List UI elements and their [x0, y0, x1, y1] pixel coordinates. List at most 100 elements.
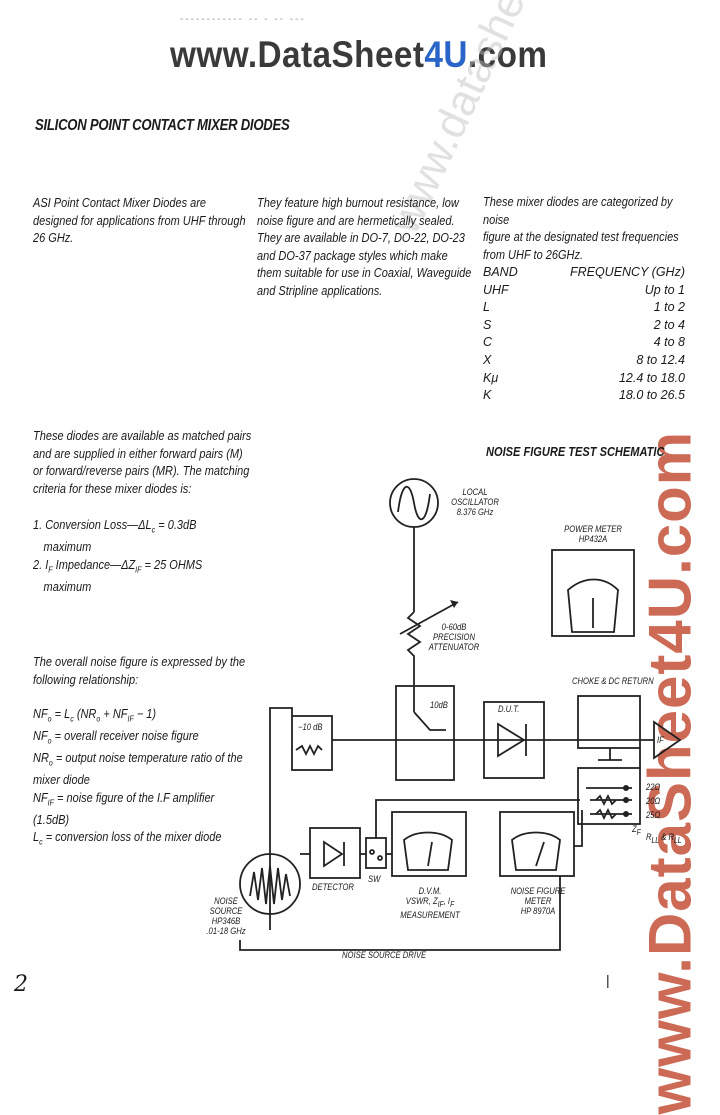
col3-line: These mixer diodes are categorized by no…: [483, 195, 673, 227]
switch-dot: [369, 849, 375, 855]
col3-line: figure at the designated test frequencie…: [483, 230, 679, 244]
noise-source-label-line: .01-18 GHz: [206, 926, 246, 936]
pairs-line: and are supplied in either forward pairs…: [33, 446, 243, 461]
meter-face-icon: [567, 578, 619, 633]
equation-def: mixer diode: [33, 773, 90, 787]
attenuator-arrowhead: [450, 600, 458, 608]
eq-term: NF: [33, 790, 48, 805]
dvm-bus-line: [375, 799, 580, 838]
band-cell: K: [483, 388, 492, 403]
oscillator-label-line: 8.376 GHz: [456, 507, 494, 517]
watermark-suffix: .com: [467, 34, 548, 75]
power-meter-label: POWER METER HP432A: [558, 524, 628, 544]
crit2-sub2: IF: [135, 565, 142, 574]
table-row: Kμ 12.4 to 18.0: [483, 370, 693, 388]
top-dashes: ------------ -- - -- ---: [180, 14, 306, 25]
eq-sub: o: [48, 758, 53, 768]
eq-term: = noise figure of the I.F amplifier: [53, 790, 215, 805]
impedance-network-box: [577, 767, 641, 825]
equation-block: NFo = Lc (NRo + NFIF − 1) NFo = overall …: [33, 706, 243, 851]
eq-sub: o: [96, 714, 101, 724]
freq-cell: 8 to 12.4: [636, 352, 685, 367]
dvm-label-line: MEASUREMENT: [400, 909, 460, 920]
detector-diode-icon: [323, 840, 345, 868]
choke-box: [577, 695, 641, 749]
table-row: K 18.0 to 26.5: [483, 387, 693, 405]
col2-line: and DO-37 package styles which make: [257, 248, 448, 263]
freq-header: FREQUENCY (GHz): [569, 265, 685, 279]
noise-source-label-line: NOISE: [214, 896, 238, 906]
col2-text: They feature high burnout resistance, lo…: [257, 195, 471, 300]
coupler-label: 10dB: [430, 700, 448, 710]
nfm-needle: [535, 841, 545, 867]
band-cell: X: [483, 352, 492, 367]
if-amplifier-icon: [653, 720, 682, 760]
pairs-paragraph: These diodes are available as matched pa…: [33, 428, 251, 498]
freq-cell: 12.4 to 18.0: [618, 370, 685, 385]
eq-term: = L: [51, 707, 71, 721]
dut-label: D.U.T.: [498, 704, 520, 714]
eq-sub: IF: [47, 798, 54, 807]
band-cell: L: [483, 300, 490, 315]
zf-label: ZF: [632, 824, 641, 838]
noise-intro-line: The overall noise figure is expressed by…: [33, 655, 246, 669]
equation-def: NFIF = noise figure of the I.F amplifier: [33, 790, 243, 812]
eq-term: − 1): [133, 707, 157, 721]
page-title: SILICON POINT CONTACT MIXER DIODES: [35, 117, 290, 134]
nfm-label: NOISE FIGURE METER HP 8970A: [497, 886, 579, 916]
attenuator-arrow: [399, 601, 459, 635]
node-dot: [623, 797, 629, 803]
eq-term: NF: [33, 707, 48, 721]
equation-def: (1.5dB): [33, 812, 70, 827]
band-cell: S: [483, 317, 492, 332]
coupler-box: [395, 685, 455, 781]
eq-term: (NR: [73, 707, 97, 721]
dvm-label-sub: F: [450, 899, 455, 909]
col1-intro-line: ASI Point Contact Mixer Diodes are: [33, 196, 207, 210]
switch-box: [365, 837, 387, 869]
col2-line: noise figure and are hermetically sealed…: [257, 213, 455, 228]
band-cell: Kμ: [483, 370, 499, 385]
crit2-value: = 25 OHMS: [141, 557, 203, 572]
oscillator-label-line: OSCILLATOR: [451, 497, 499, 507]
crit2-text-b: Impedance—ΔZ: [52, 557, 136, 572]
oscillator-label: LOCAL OSCILLATOR 8.376 GHz: [444, 487, 507, 517]
attenuator-label-line: 0-60dB: [441, 622, 467, 632]
noise-source-label: NOISE SOURCE HP346B .01-18 GHz: [201, 896, 252, 936]
schematic-diagram: [239, 478, 682, 951]
power-meter-label-line: POWER METER: [564, 524, 622, 534]
rl-sub: LL: [651, 835, 660, 845]
eq-term: = conversion loss of the mixer diode: [42, 830, 222, 844]
detector-box: [309, 827, 361, 879]
col1-intro: ASI Point Contact Mixer Diodes are desig…: [33, 195, 246, 248]
band-header: BAND: [483, 265, 518, 279]
eq-term: NR: [33, 751, 49, 765]
criterion-2: 2. IF Impedance—ΔZIF = 25 OHMS: [33, 557, 202, 579]
crit1-sub: c: [151, 525, 156, 535]
schematic-title: NOISE FIGURE TEST SCHEMATIC: [486, 444, 665, 459]
rl-label: RLL & RLL: [646, 832, 682, 846]
coupler-tap: [413, 711, 446, 731]
attenuator-label-line: PRECISION: [432, 632, 476, 642]
eq-term: NF: [33, 729, 48, 743]
freq-cell: 2 to 4: [653, 317, 685, 332]
oscillator-label-line: LOCAL: [462, 487, 488, 497]
band-cell: C: [483, 335, 493, 350]
col2-line: They feature high burnout resistance, lo…: [257, 196, 459, 210]
eq-term: = output noise temperature ratio of the: [52, 751, 243, 765]
pairs-line: These diodes are available as matched pa…: [33, 429, 252, 443]
r20-label: 20Ω: [646, 796, 661, 806]
watermark-url: www.DataSheet4U.com: [170, 34, 547, 76]
dvm-label-text: VSWR, Z: [405, 896, 438, 906]
col3-text: These mixer diodes are categorized by no…: [483, 194, 692, 264]
criteria-list: 1. Conversion Loss—ΔLc = 0.3dB maximum 2…: [33, 517, 202, 596]
freq-cell: 18.0 to 26.5: [618, 388, 685, 403]
freq-cell: Up to 1: [644, 282, 685, 297]
power-meter-box: [551, 549, 635, 637]
rl-text: R: [646, 832, 652, 842]
crit1-text: 1. Conversion Loss—ΔL: [33, 518, 152, 532]
col3-line: from UHF to 26GHz.: [483, 247, 584, 262]
